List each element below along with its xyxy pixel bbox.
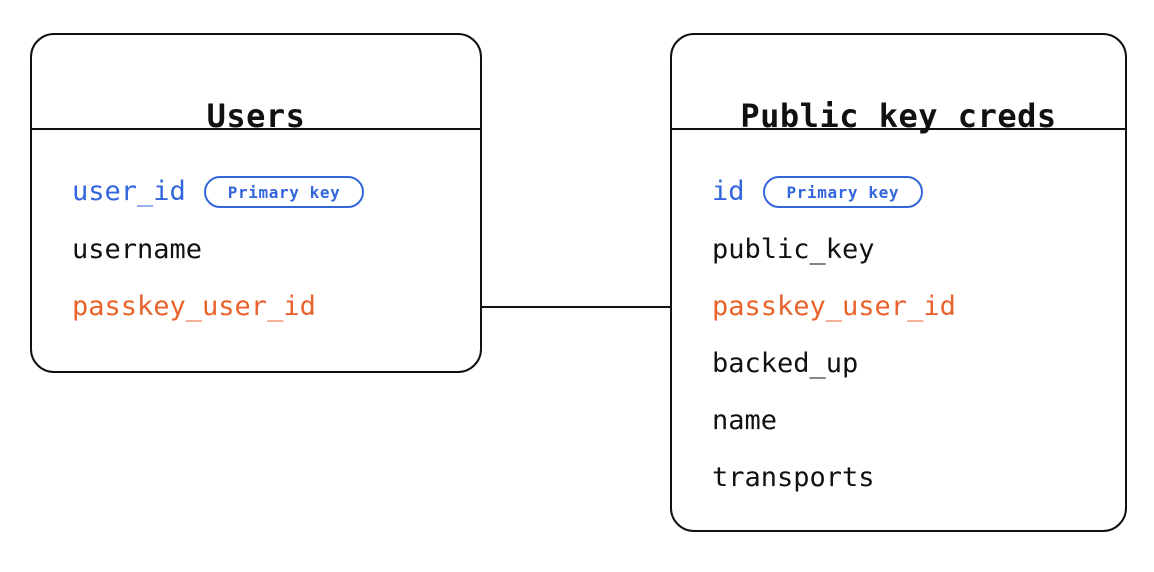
field-row[interactable]: transports: [712, 461, 875, 495]
field-row[interactable]: user_id Primary key: [72, 175, 365, 209]
field-name: user_id: [72, 176, 186, 207]
field-row[interactable]: passkey_user_id: [712, 290, 956, 324]
field-row[interactable]: backed_up: [712, 347, 858, 381]
entity-card-public-key-creds[interactable]: Public key creds id Primary key public_k…: [670, 33, 1127, 532]
field-row[interactable]: public_key: [712, 233, 875, 267]
relationship-connector-users-to-creds: [482, 306, 672, 308]
field-row[interactable]: passkey_user_id: [72, 290, 316, 324]
field-name: name: [712, 405, 778, 436]
field-row[interactable]: username: [72, 233, 202, 267]
field-row[interactable]: name: [712, 404, 777, 438]
field-name: passkey_user_id: [72, 291, 316, 322]
field-name: public_key: [712, 234, 875, 265]
field-name: id: [712, 176, 745, 207]
field-row[interactable]: id Primary key: [712, 175, 924, 209]
field-name: transports: [712, 462, 875, 493]
field-name: passkey_user_id: [712, 291, 956, 322]
field-name: username: [72, 234, 203, 265]
entity-card-users[interactable]: Users user_id Primary key username passk…: [30, 33, 482, 373]
primary-key-badge: Primary key: [203, 176, 365, 208]
primary-key-badge: Primary key: [762, 176, 924, 208]
entity-header-divider: [32, 128, 480, 130]
field-name: backed_up: [712, 348, 859, 379]
entity-header-divider: [672, 128, 1125, 130]
